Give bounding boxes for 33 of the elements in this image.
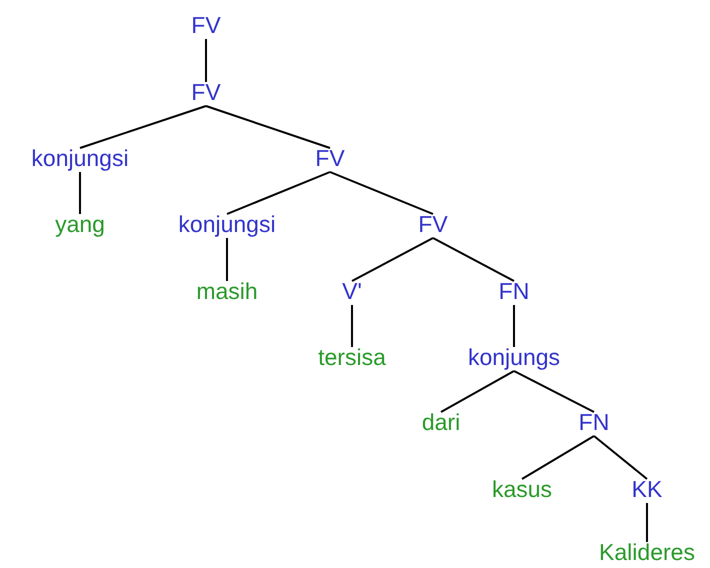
tree-branch: [432, 237, 514, 282]
category-label: V': [342, 279, 362, 303]
tree-branch: [351, 305, 353, 347]
category-label: FN: [498, 279, 530, 303]
category-label: FV: [315, 146, 345, 170]
tree-branch: [521, 435, 595, 480]
tree-branch: [513, 305, 515, 347]
tree-branch: [80, 105, 206, 149]
word-label: masih: [196, 279, 258, 303]
tree-branch: [79, 172, 81, 214]
category-label: KK: [632, 477, 662, 501]
category-label: FV: [418, 212, 448, 236]
tree-branch: [646, 503, 648, 542]
word-label: dari: [422, 410, 460, 434]
word-label: yang: [55, 212, 105, 236]
category-label: FN: [578, 410, 610, 434]
tree-branch: [352, 237, 434, 282]
category-label: konjungsi: [178, 212, 276, 236]
tree-branch: [226, 171, 330, 215]
category-label: FV: [191, 80, 221, 104]
category-label: FV: [191, 13, 221, 37]
category-label: konjungs: [468, 345, 560, 369]
tree-branch: [514, 370, 594, 413]
tree-branch: [205, 39, 207, 82]
tree-branch: [206, 105, 330, 149]
word-label: kasus: [492, 477, 552, 501]
tree-branch: [226, 238, 228, 281]
word-label: tersisa: [318, 345, 386, 369]
tree-branch: [440, 370, 514, 413]
tree-branch: [593, 435, 648, 480]
word-label: Kalideres: [599, 540, 695, 564]
category-label: konjungsi: [31, 146, 129, 170]
tree-branch: [330, 171, 434, 215]
